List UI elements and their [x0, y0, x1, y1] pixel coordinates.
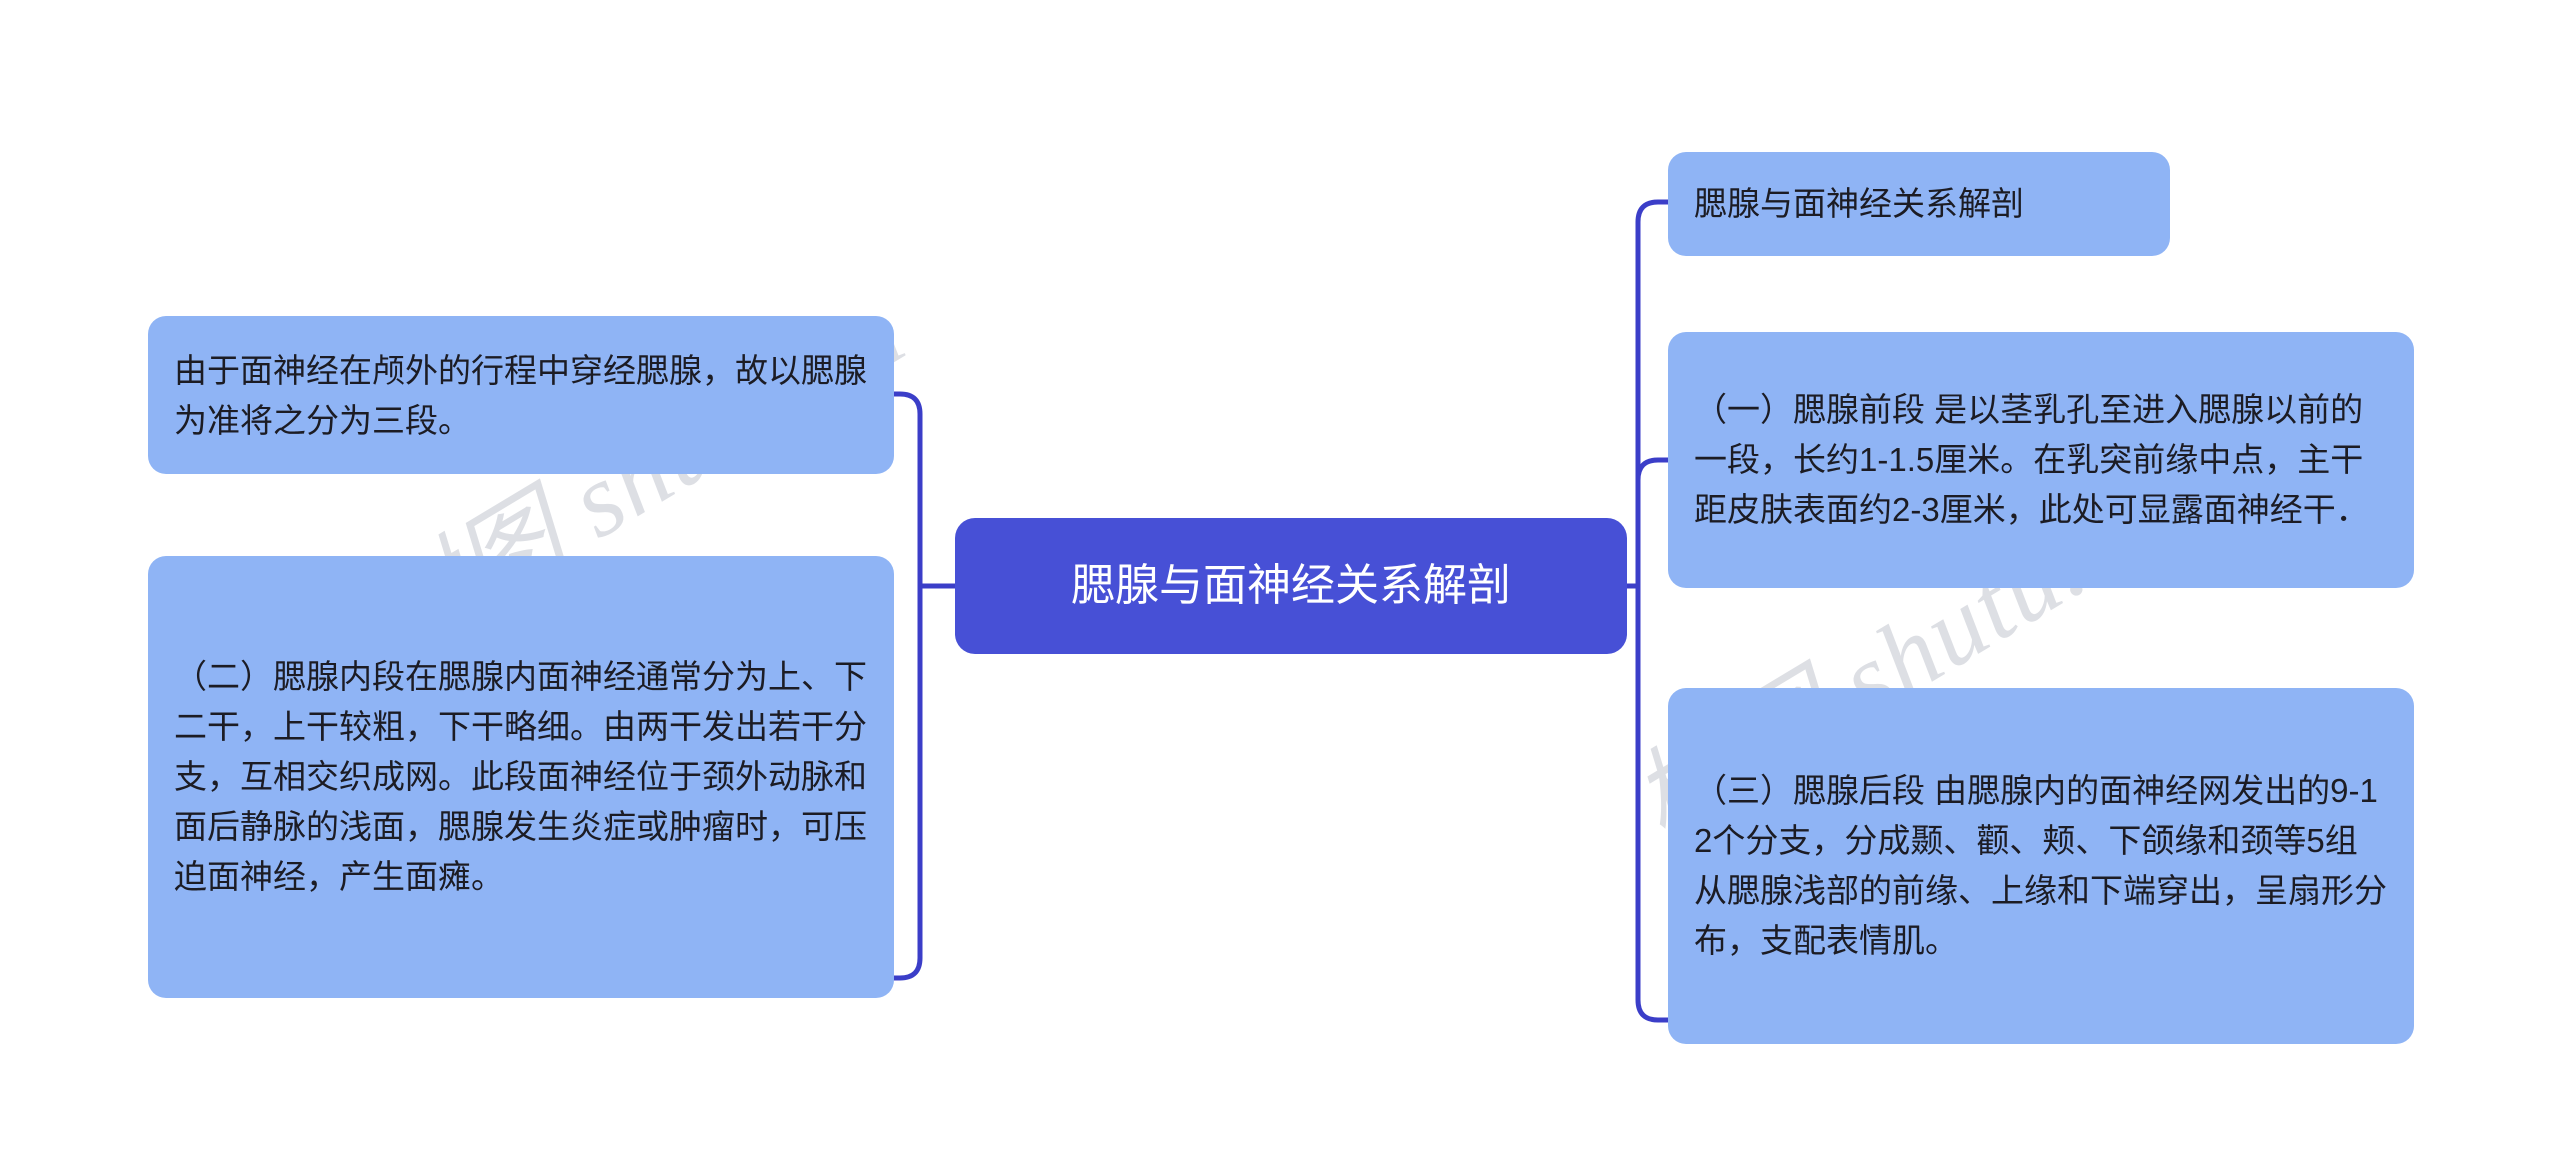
- node-right-title-label: 腮腺与面神经关系解剖: [1694, 185, 2024, 222]
- node-right-three[interactable]: （三）腮腺后段 由腮腺内的面神经网发出的9-12个分支，分成颞、颧、颊、下颌缘和…: [1668, 688, 2414, 1044]
- connector-left-trunk-lower: [891, 583, 923, 981]
- node-root-label: 腮腺与面神经关系解剖: [1071, 561, 1511, 610]
- node-right-one[interactable]: （一）腮腺前段 是以茎乳孔至进入腮腺以前的一段，长约1-1.5厘米。在乳突前缘中…: [1668, 332, 2414, 588]
- connector-right-to-title: [1635, 199, 1671, 589]
- node-left-middle[interactable]: （二）腮腺内段在腮腺内面神经通常分为上、下二干，上干较粗，下干略细。由两干发出若…: [148, 556, 894, 998]
- node-left-intro[interactable]: 由于面神经在颅外的行程中穿经腮腺，故以腮腺为准将之分为三段。: [148, 316, 894, 474]
- node-right-title[interactable]: 腮腺与面神经关系解剖: [1668, 152, 2170, 256]
- connector-right-to-one: [1635, 457, 1671, 589]
- node-left-intro-label: 由于面神经在颅外的行程中穿经腮腺，故以腮腺为准将之分为三段。: [174, 352, 867, 439]
- node-left-middle-label: （二）腮腺内段在腮腺内面神经通常分为上、下二干，上干较粗，下干略细。由两干发出若…: [174, 658, 867, 895]
- node-root[interactable]: 腮腺与面神经关系解剖: [955, 518, 1627, 654]
- connector-left-trunk: [891, 391, 923, 589]
- connector-right-to-three: [1635, 583, 1671, 1023]
- node-right-one-label: （一）腮腺前段 是以茎乳孔至进入腮腺以前的一段，长约1-1.5厘米。在乳突前缘中…: [1694, 391, 2369, 528]
- node-right-three-label: （三）腮腺后段 由腮腺内的面神经网发出的9-12个分支，分成颞、颧、颊、下颌缘和…: [1694, 772, 2387, 959]
